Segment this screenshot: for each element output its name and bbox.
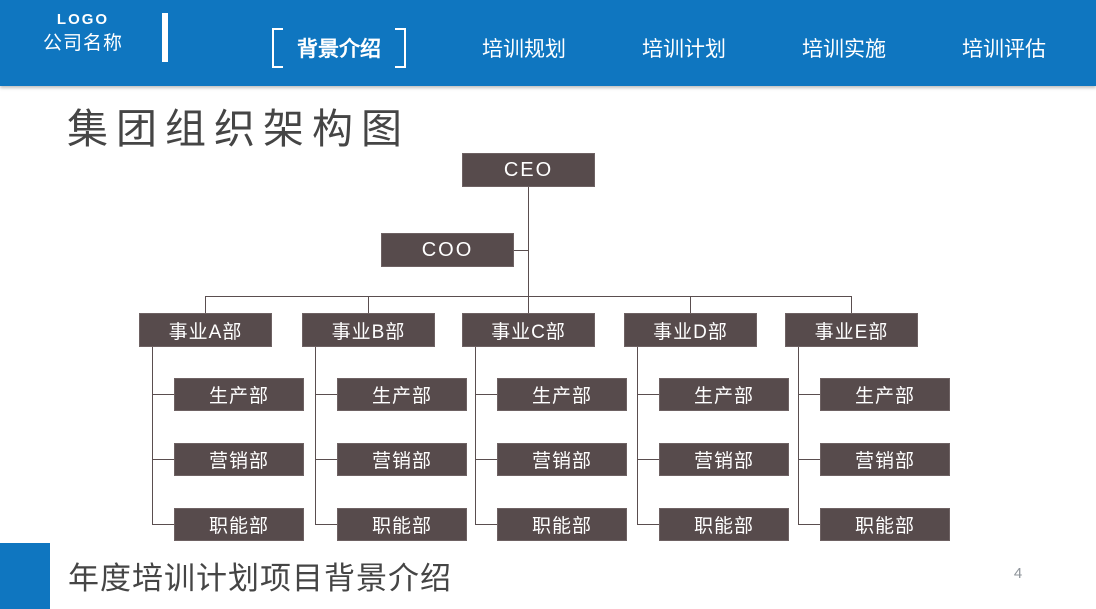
main-nav: 背景介绍 培训规划 培训计划 培训实施 培训评估 [262,0,1096,86]
org-connector [637,347,638,525]
org-connector [368,296,369,313]
page-number: 4 [1013,565,1023,582]
org-node-subdept: 营销部 [820,443,950,476]
nav-item-2[interactable]: 培训规划 [482,33,566,63]
org-node-subdept: 营销部 [174,443,304,476]
company-name: 公司名称 [42,33,123,54]
org-connector [798,524,820,525]
top-nav-bar: LOGO 公司名称 背景介绍 培训规划 培训计划 培训实施 培训评估 [0,0,1096,86]
org-connector [475,524,497,525]
logo-separator [162,13,168,62]
nav-item-5[interactable]: 培训评估 [962,33,1046,63]
org-connector [798,347,799,525]
org-node-division: 事业B部 [302,313,435,347]
nav-item-label: 培训计划 [642,38,726,61]
org-connector [475,347,476,525]
org-connector [152,394,174,395]
org-node-subdept: 职能部 [337,508,467,541]
org-node-division: 事业A部 [139,313,272,347]
org-node-subdept: 职能部 [174,508,304,541]
org-node-subdept: 生产部 [174,378,304,411]
org-connector [315,524,337,525]
org-connector [315,394,337,395]
org-node-subdept: 生产部 [337,378,467,411]
org-node-ceo: CEO [462,153,595,187]
org-connector [514,250,528,251]
org-connector [851,296,852,313]
page-title: 集团组织架构图 [67,106,410,152]
logo-block[interactable]: LOGO 公司名称 [30,10,136,58]
org-node-subdept: 生产部 [820,378,950,411]
org-connector [475,459,497,460]
nav-item-1[interactable]: 背景介绍 [272,28,406,68]
org-connector [637,459,659,460]
bracket-right-icon [395,28,406,68]
org-connector [690,296,691,313]
org-node-subdept: 营销部 [337,443,467,476]
org-node-subdept: 生产部 [497,378,627,411]
org-node-division: 事业D部 [624,313,757,347]
org-connector [152,347,153,525]
org-connector [152,524,174,525]
org-connector [528,296,529,313]
org-connector [315,459,337,460]
nav-item-label: 背景介绍 [297,38,381,61]
org-node-subdept: 职能部 [497,508,627,541]
org-node-subdept: 生产部 [659,378,789,411]
org-connector [637,524,659,525]
org-connector [798,459,820,460]
org-connector [475,394,497,395]
org-connector [315,347,316,525]
nav-item-3[interactable]: 培训计划 [642,33,726,63]
org-node-coo: COO [381,233,514,267]
org-connector [798,394,820,395]
org-connector [205,296,206,313]
nav-item-4[interactable]: 培训实施 [802,33,886,63]
nav-item-label: 培训规划 [482,38,566,61]
org-node-subdept: 营销部 [659,443,789,476]
footer-accent-square [0,543,50,609]
org-connector [528,187,529,296]
bracket-left-icon [272,28,283,68]
org-node-division: 事业E部 [785,313,918,347]
org-node-division: 事业C部 [462,313,595,347]
nav-item-label: 培训评估 [962,38,1046,61]
nav-item-label: 培训实施 [802,38,886,61]
logo-text: LOGO [56,11,110,28]
org-connector [152,459,174,460]
org-connector [637,394,659,395]
org-node-subdept: 职能部 [659,508,789,541]
footer-title: 年度培训计划项目背景介绍 [68,561,452,596]
org-node-subdept: 职能部 [820,508,950,541]
org-node-subdept: 营销部 [497,443,627,476]
